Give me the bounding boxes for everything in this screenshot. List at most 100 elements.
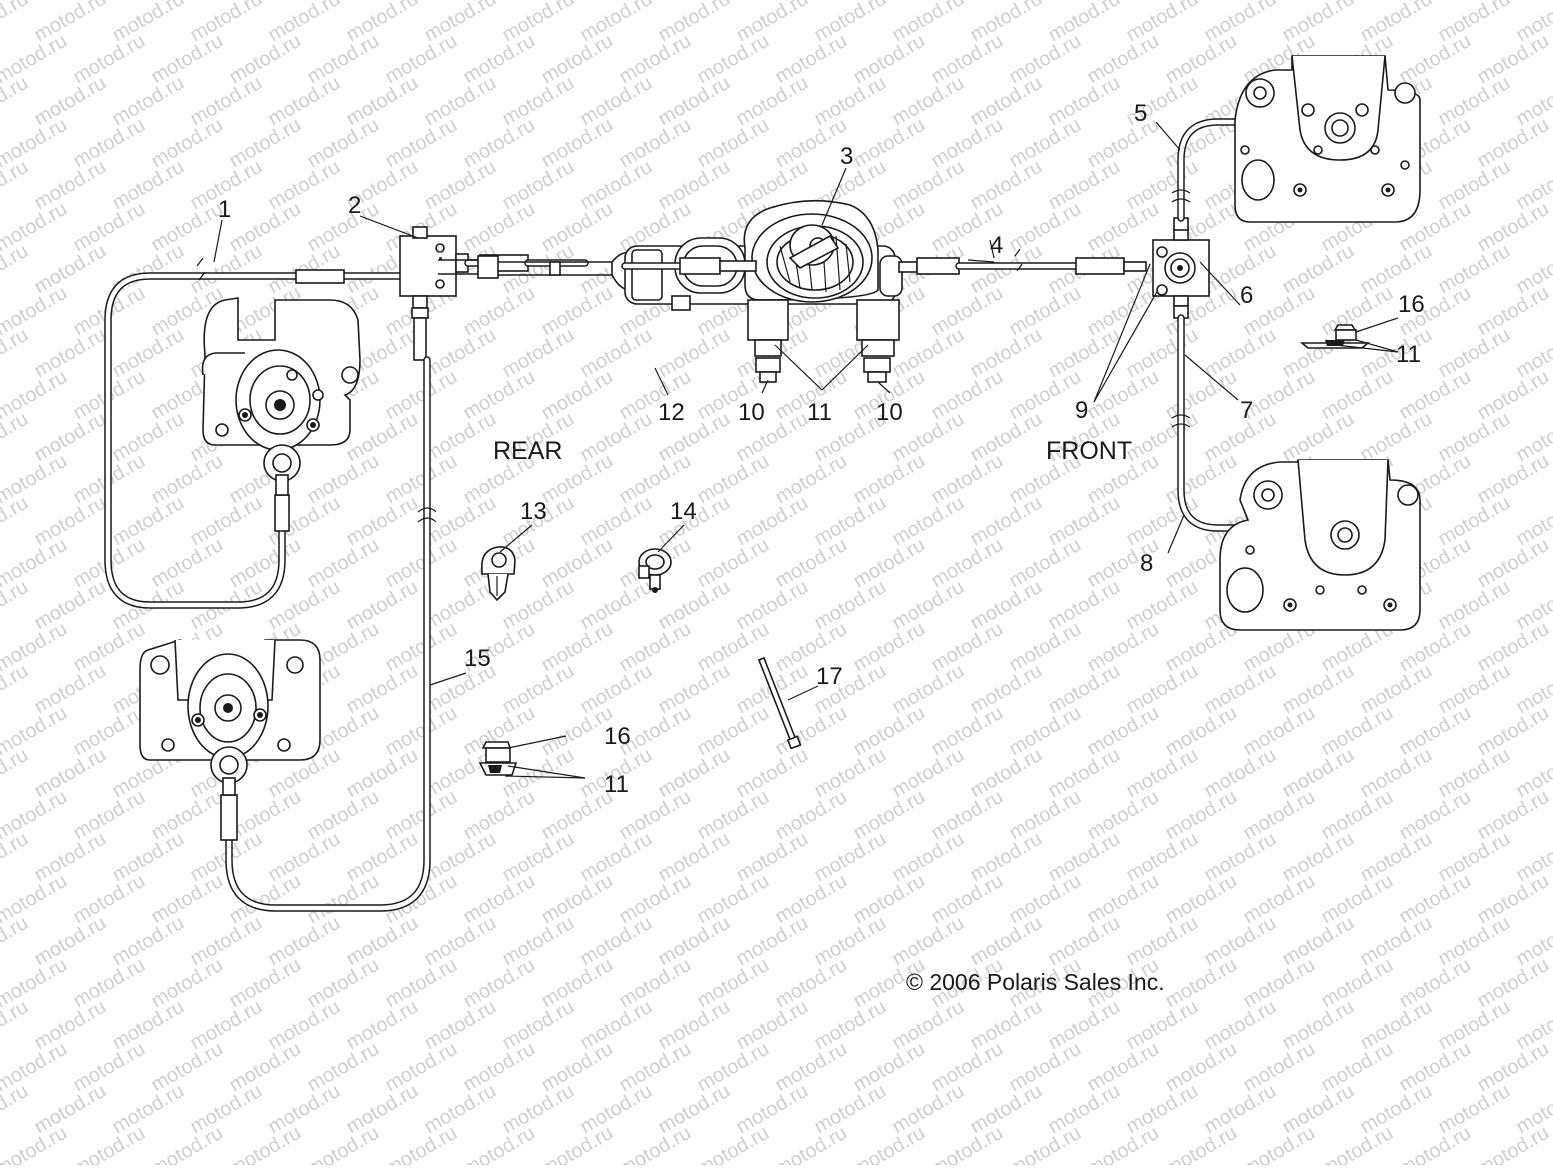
watermark-text: motod.ru (1240, 702, 1319, 761)
watermark-text: motod.ru (1240, 786, 1319, 845)
watermark-text: motod.ru (304, 114, 383, 173)
watermark-text: motod.ru (1279, 996, 1358, 1055)
watermark-text: motod.ru (1357, 408, 1436, 467)
watermark-text: motod.ru (1435, 156, 1514, 215)
watermark-text: motod.ru (31, 1080, 110, 1139)
watermark-text: motod.ru (1162, 870, 1241, 929)
watermark-text: motod.ru (694, 954, 773, 1013)
watermark-text: motod.ru (1474, 198, 1553, 257)
watermark-text: motod.ru (343, 660, 422, 719)
watermark-text: motod.ru (1396, 366, 1475, 425)
watermark-text: motod.ru (772, 870, 851, 929)
watermark-text: motod.ru (1279, 660, 1358, 719)
callout-1: 1 (218, 196, 231, 223)
watermark-text: motod.ru (811, 996, 890, 1055)
watermark-text: motod.ru (0, 744, 32, 803)
watermark-text: motod.ru (31, 492, 110, 551)
watermark-text: motod.ru (811, 492, 890, 551)
watermark-text: motod.ru (928, 1122, 1007, 1165)
watermark-text: motod.ru (1435, 660, 1514, 719)
watermark-text: motod.ru (382, 702, 461, 761)
watermark-text: motod.ru (0, 324, 32, 383)
watermark-text: motod.ru (694, 534, 773, 593)
watermark-text: motod.ru (0, 996, 32, 1055)
watermark-text: motod.ru (655, 744, 734, 803)
watermark-text: motod.ru (616, 870, 695, 929)
watermark-text: motod.ru (733, 996, 812, 1055)
watermark-text: motod.ru (148, 786, 227, 845)
watermark-text: motod.ru (538, 366, 617, 425)
watermark-text: motod.ru (460, 30, 539, 89)
watermark-text: motod.ru (1435, 408, 1514, 467)
watermark-text: motod.ru (1123, 576, 1202, 635)
watermark-text: motod.ru (1045, 912, 1124, 971)
watermark-text: motod.ru (928, 870, 1007, 929)
watermark-text: motod.ru (1045, 324, 1124, 383)
callout-11-center: 11 (807, 399, 832, 426)
watermark-text: motod.ru (1162, 1122, 1241, 1165)
watermark-text: motod.ru (1318, 702, 1397, 761)
watermark-text: motod.ru (772, 450, 851, 509)
watermark-text: motod.ru (109, 828, 188, 887)
watermark-text: motod.ru (1435, 240, 1514, 299)
watermark-text: motod.ru (343, 492, 422, 551)
watermark-text: motod.ru (928, 618, 1007, 677)
watermark-text: motod.ru (1084, 1038, 1163, 1097)
watermark-text: motod.ru (655, 1080, 734, 1139)
watermark-text: motod.ru (499, 576, 578, 635)
watermark-text: motod.ru (889, 492, 968, 551)
watermark-text: motod.ru (1045, 1080, 1124, 1139)
watermark-text: motod.ru (967, 408, 1046, 467)
watermark-text: motod.ru (655, 324, 734, 383)
watermark-text: motod.ru (1006, 786, 1085, 845)
watermark-text: motod.ru (148, 1038, 227, 1097)
watermark-text: motod.ru (577, 72, 656, 131)
watermark-text: motod.ru (928, 114, 1007, 173)
watermark-text: motod.ru (460, 1122, 539, 1165)
watermark-text: motod.ru (655, 912, 734, 971)
watermark-text: motod.ru (304, 450, 383, 509)
watermark-text: motod.ru (1162, 954, 1241, 1013)
watermark-text: motod.ru (31, 660, 110, 719)
watermark-text: motod.ru (1279, 408, 1358, 467)
watermark-text: motod.ru (694, 702, 773, 761)
watermark-text: motod.ru (0, 240, 32, 299)
watermark-text: motod.ru (148, 450, 227, 509)
watermark-text: motod.ru (70, 870, 149, 929)
watermark-text: motod.ru (226, 1122, 305, 1165)
watermark-text: motod.ru (1435, 912, 1514, 971)
watermark-text: motod.ru (1045, 828, 1124, 887)
watermark-text: motod.ru (772, 786, 851, 845)
watermark-text: motod.ru (928, 1038, 1007, 1097)
watermark-text: motod.ru (889, 1080, 968, 1139)
watermark-text: motod.ru (1084, 870, 1163, 929)
watermark-text: motod.ru (889, 324, 968, 383)
watermark-text: motod.ru (1201, 744, 1280, 803)
callout-14: 14 (670, 498, 697, 525)
watermark-text: motod.ru (1474, 450, 1553, 509)
watermark-text: motod.ru (577, 660, 656, 719)
watermark-text: motod.ru (889, 744, 968, 803)
watermark-text: motod.ru (499, 156, 578, 215)
callout-8: 8 (1140, 550, 1153, 577)
watermark-text: motod.ru (1006, 870, 1085, 929)
watermark-text: motod.ru (850, 618, 929, 677)
watermark-text: motod.ru (187, 240, 266, 299)
watermark-text: motod.ru (1318, 870, 1397, 929)
watermark-text: motod.ru (1396, 786, 1475, 845)
callout-13: 13 (520, 498, 547, 525)
watermark-text: motod.ru (109, 912, 188, 971)
watermark-text: motod.ru (850, 30, 929, 89)
watermark-text: motod.ru (0, 492, 32, 551)
watermark-text: motod.ru (226, 870, 305, 929)
watermark-text: motod.ru (889, 996, 968, 1055)
watermark-text: motod.ru (109, 72, 188, 131)
watermark-text: motod.ru (1162, 1038, 1241, 1097)
watermark-text: motod.ru (499, 660, 578, 719)
watermark-text: motod.ru (109, 324, 188, 383)
watermark-text: motod.ru (1435, 828, 1514, 887)
watermark-text: motod.ru (1396, 30, 1475, 89)
callout-11-left: 11 (604, 771, 629, 798)
watermark-text: motod.ru (343, 744, 422, 803)
